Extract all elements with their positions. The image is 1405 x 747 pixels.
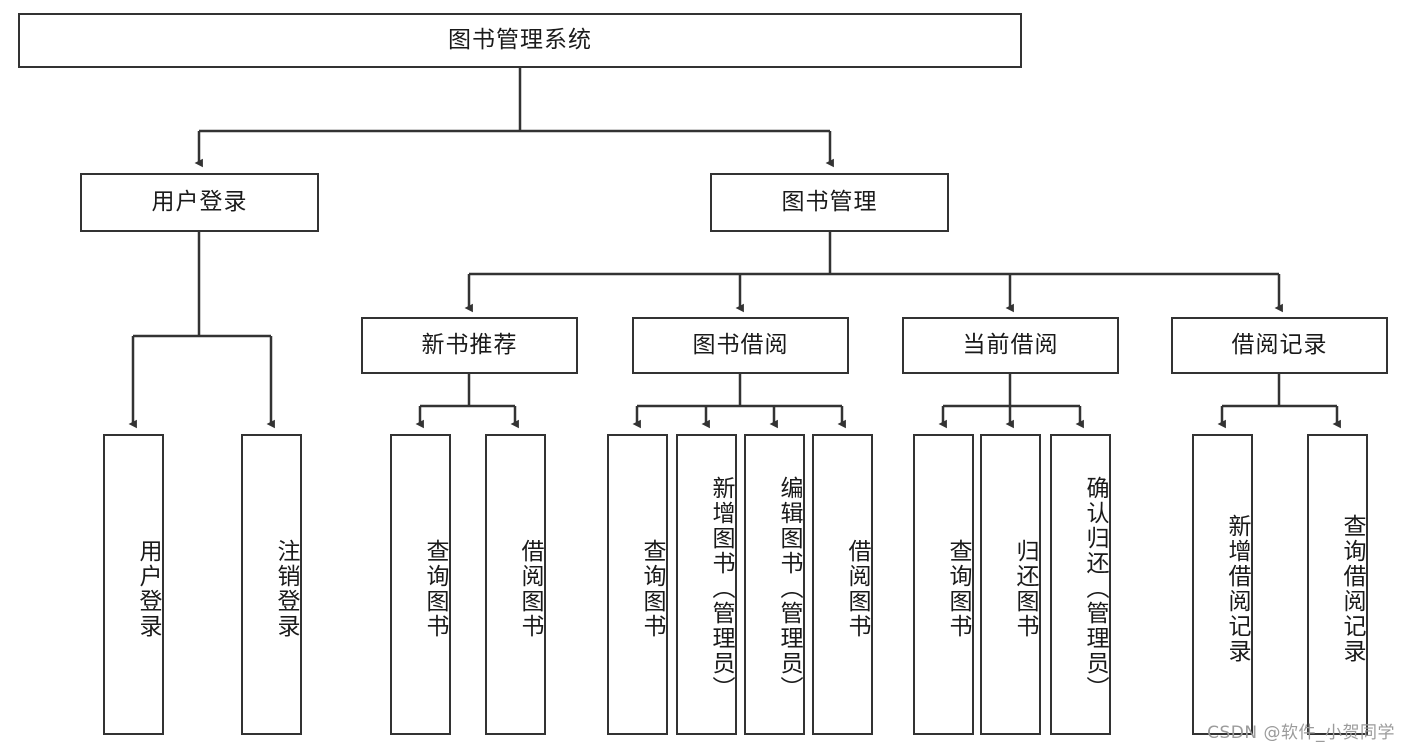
node-book-management[interactable]: 图书管理: [710, 173, 949, 232]
node-label: 查询图书: [422, 538, 448, 639]
node-borrow-record[interactable]: 借阅记录: [1171, 317, 1388, 374]
csdn-watermark: CSDN @软件_小贺同学: [1207, 723, 1395, 743]
node-label: 归还图书: [1012, 538, 1038, 639]
leaf-borrow-record-add[interactable]: 新增借阅记录: [1192, 434, 1253, 735]
leaf-new-book-borrow[interactable]: 借阅图书: [485, 434, 546, 735]
leaf-current-borrow-query[interactable]: 查询图书: [913, 434, 974, 735]
node-label: 查询借阅记录: [1339, 513, 1365, 664]
node-label: 新增图书（管理员）: [708, 476, 734, 701]
node-root-system[interactable]: 图书管理系统: [18, 13, 1022, 68]
node-label: 查询图书: [639, 538, 665, 639]
node-label: 图书管理系统: [448, 26, 592, 53]
node-new-book-recommend[interactable]: 新书推荐: [361, 317, 578, 374]
node-label: 图书管理: [781, 188, 878, 215]
node-label: 借阅图书: [517, 538, 543, 639]
leaf-user-login-login[interactable]: 用户登录: [103, 434, 164, 735]
node-label: 注销登录: [273, 538, 299, 639]
leaf-new-book-query[interactable]: 查询图书: [390, 434, 451, 735]
node-label: 借阅记录: [1231, 331, 1328, 358]
leaf-book-borrow-add[interactable]: 新增图书（管理员）: [676, 434, 737, 735]
leaf-book-borrow-borrow[interactable]: 借阅图书: [812, 434, 873, 735]
leaf-current-borrow-confirm-return[interactable]: 确认归还（管理员）: [1050, 434, 1111, 735]
node-label: 用户登录: [135, 538, 161, 639]
node-current-borrow[interactable]: 当前借阅: [902, 317, 1119, 374]
node-label: 新增借阅记录: [1224, 513, 1250, 664]
leaf-book-borrow-query[interactable]: 查询图书: [607, 434, 668, 735]
node-label: 确认归还（管理员）: [1082, 476, 1108, 701]
leaf-book-borrow-edit[interactable]: 编辑图书（管理员）: [744, 434, 805, 735]
leaf-current-borrow-return[interactable]: 归还图书: [980, 434, 1041, 735]
node-label: 新书推荐: [421, 331, 518, 358]
node-label: 借阅图书: [844, 538, 870, 639]
node-label: 当前借阅: [962, 331, 1059, 358]
node-label: 用户登录: [151, 188, 248, 215]
leaf-borrow-record-query[interactable]: 查询借阅记录: [1307, 434, 1368, 735]
node-label: 图书借阅: [692, 331, 789, 358]
leaf-user-login-logout[interactable]: 注销登录: [241, 434, 302, 735]
node-book-borrow[interactable]: 图书借阅: [632, 317, 849, 374]
node-user-login[interactable]: 用户登录: [80, 173, 319, 232]
node-label: 编辑图书（管理员）: [776, 476, 802, 701]
node-label: 查询图书: [945, 538, 971, 639]
